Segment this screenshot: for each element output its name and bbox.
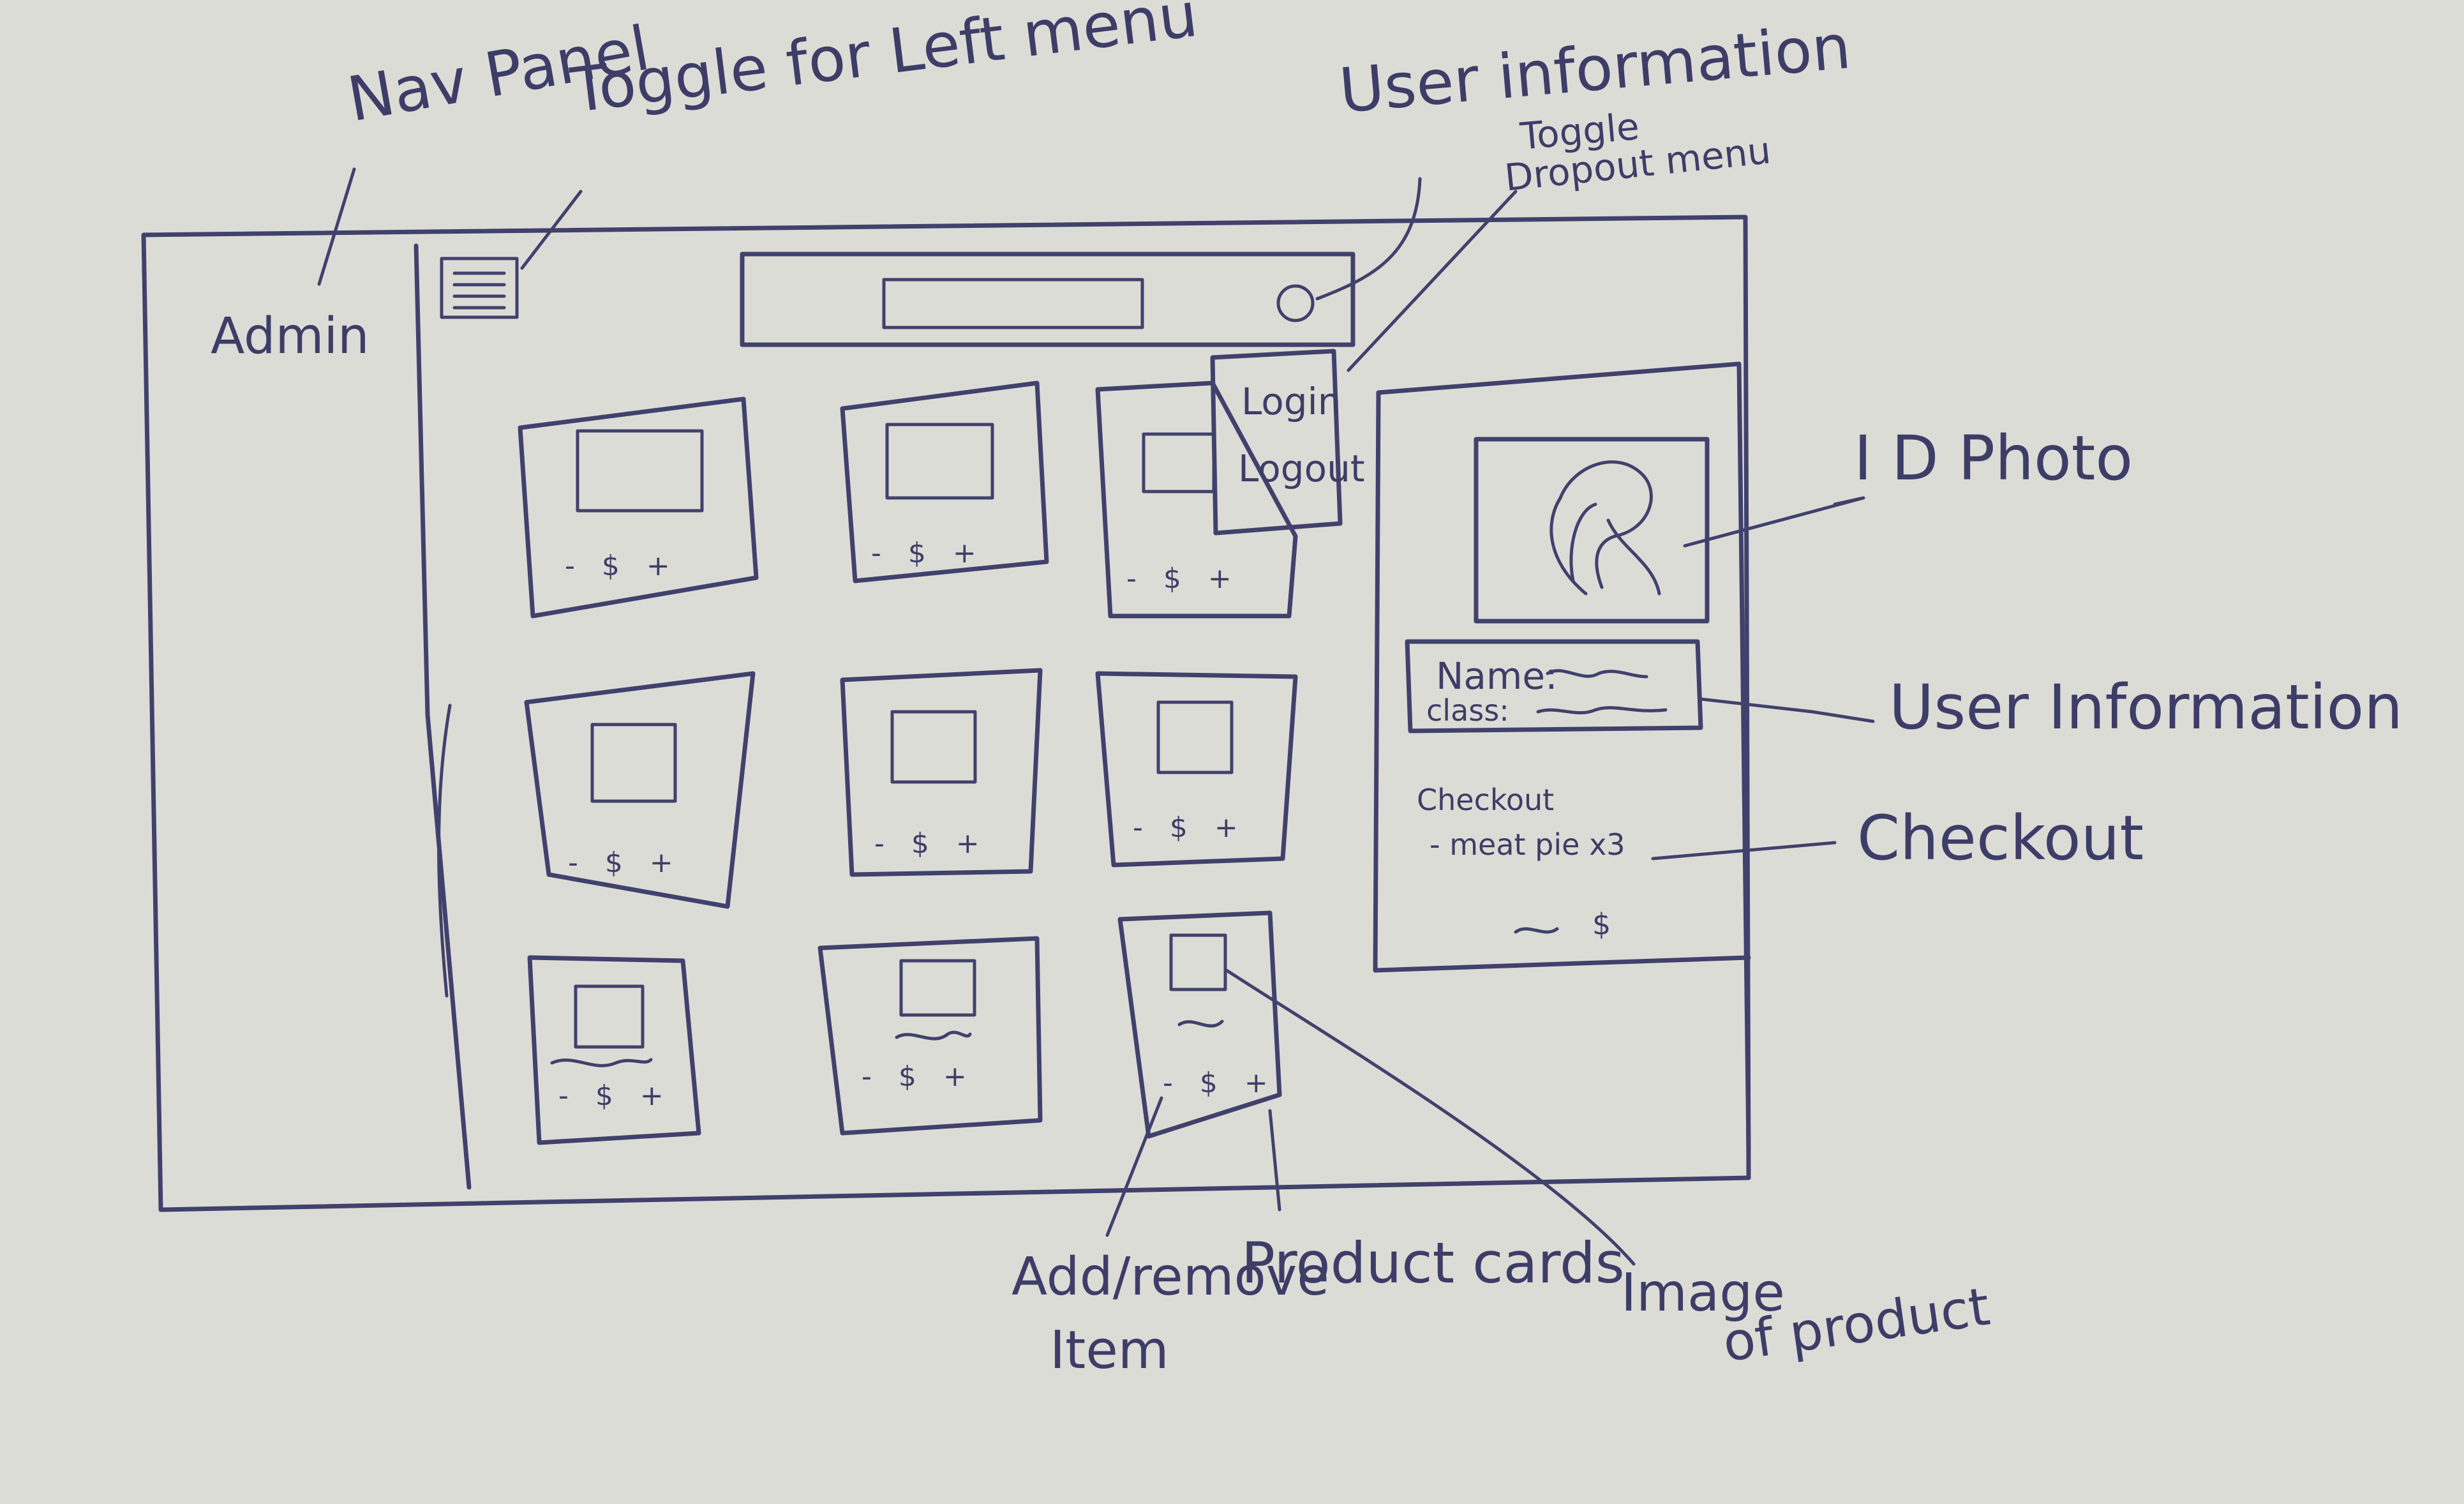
outer-frame [141, 214, 1751, 1212]
add-remove-pointer [1105, 1096, 1163, 1237]
nav-pointer [317, 167, 356, 286]
nav-title: Admin [211, 308, 370, 365]
product-cards-pointer [1268, 1109, 1281, 1212]
product-card-controls[interactable]: - $ + [1126, 562, 1241, 595]
dropdown-logout[interactable]: Logout [1238, 447, 1365, 490]
user-panel [1376, 361, 1751, 1152]
product-card-controls[interactable]: - $ + [568, 846, 682, 879]
scroll-handle [437, 703, 452, 998]
user-info-pointer [1699, 697, 1875, 723]
add-remove-annotation-line1: Add/remove [1012, 1247, 1329, 1307]
product-card-controls[interactable]: - $ + [558, 1079, 673, 1112]
user-toggle-icon [1276, 284, 1315, 322]
user-class-label: class: [1426, 693, 1509, 728]
checkout-total: $ [1592, 907, 1611, 942]
product-card-frames [518, 380, 1298, 1145]
menu-toggle-pointer [520, 190, 583, 270]
nav-panel-divider [414, 243, 472, 1190]
dropdown-login[interactable]: Login [1241, 380, 1341, 423]
product-card-controls[interactable]: - $ + [1163, 1067, 1277, 1099]
id-photo-frame [1474, 437, 1710, 624]
checkout-label: Checkout [1417, 783, 1555, 817]
user-information-annotation: User Information [1889, 672, 2403, 743]
checkout-item: - meat pie x3 [1430, 827, 1625, 862]
product-card-controls[interactable]: - $ + [862, 1060, 976, 1093]
dropdown-pointer [1347, 190, 1518, 372]
hamburger-menu-icon [440, 257, 519, 319]
add-remove-annotation-line2: Item [1050, 1320, 1169, 1381]
image-pointer [1225, 968, 1636, 1266]
id-photo-annotation: I D Photo [1854, 423, 2133, 494]
user-info-box [1405, 639, 1703, 733]
user-toggle-pointer [1315, 177, 1422, 301]
product-card-controls[interactable]: - $ + [874, 827, 989, 860]
image-of-product-annotation-line1: Image [1621, 1263, 1785, 1323]
top-bar [740, 252, 1355, 347]
product-card-controls[interactable]: - $ + [871, 537, 985, 569]
dropdown-box [1210, 349, 1343, 536]
checkout-pointer [1651, 841, 1837, 861]
checkout-annotation: Checkout [1857, 802, 2144, 874]
product-card-controls[interactable]: - $ + [1133, 811, 1247, 844]
id-photo-portrait [1549, 460, 1661, 596]
id-photo-pointer [1683, 496, 1865, 548]
product-cards-annotation: Product cards [1241, 1230, 1625, 1296]
product-card-controls[interactable]: - $ + [565, 550, 679, 582]
search-input [882, 278, 1144, 329]
user-name-label: Name: [1436, 654, 1558, 698]
